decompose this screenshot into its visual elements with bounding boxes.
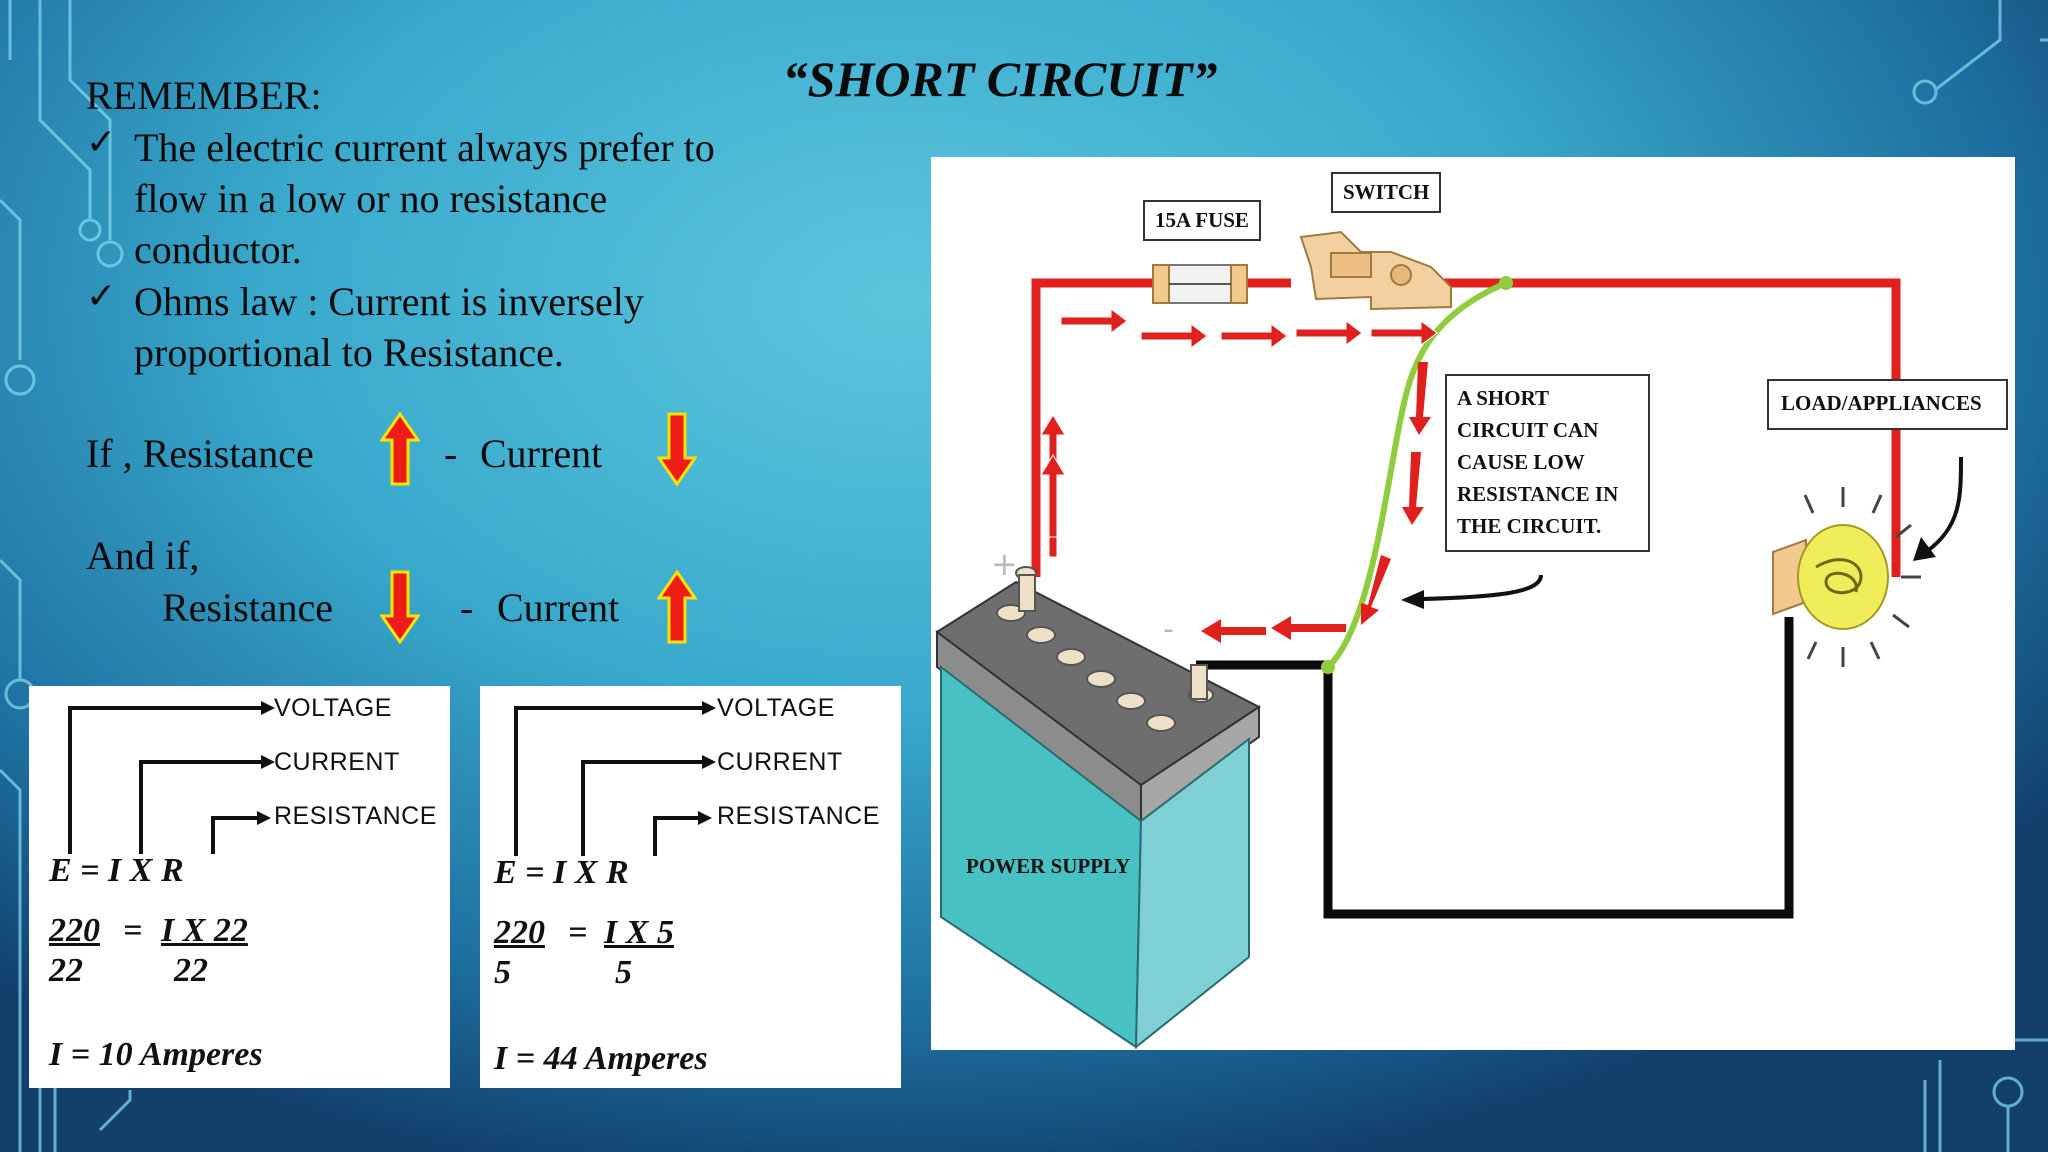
label-resistance: RESISTANCE xyxy=(717,802,880,830)
formula: E = I X R xyxy=(49,852,184,889)
short-circuit-diagram: + - xyxy=(931,157,2015,1050)
result: I = 10 Amperes xyxy=(49,1036,263,1073)
switch-label: SWITCH xyxy=(1331,172,1442,213)
plus-sign: + xyxy=(991,545,1018,583)
bullet1-line1: The electric current always prefer to xyxy=(134,125,715,170)
switch-icon xyxy=(1299,230,1452,311)
pointer-arrow-icon xyxy=(1924,456,1963,554)
load-label: LOAD/APPLIANCES xyxy=(1767,379,2008,430)
relation2-dash: - xyxy=(460,585,474,630)
bullet1-line2: flow in a low or no resistance xyxy=(134,176,608,221)
line-left: 220 xyxy=(49,912,100,949)
short-circuit-note: A SHORT CIRCUIT CAN CAUSE LOW RESISTANCE… xyxy=(1445,374,1651,552)
note-line: THE CIRCUIT. xyxy=(1457,514,1602,538)
relation1-current: Current xyxy=(480,431,603,476)
line-equals: = xyxy=(123,912,143,949)
relation1-lead: If , Resistance xyxy=(86,431,314,476)
note-line: A SHORT xyxy=(1457,386,1550,410)
bulb-icon xyxy=(1772,487,1921,667)
checkmark-icon: ✓ xyxy=(86,122,117,163)
denominator-right: 5 xyxy=(615,954,632,991)
note-line: CAUSE LOW xyxy=(1457,450,1585,474)
relation1-dash: - xyxy=(444,431,458,476)
label-voltage: VOLTAGE xyxy=(274,694,392,722)
bullet2-line1: Ohms law : Current is inversely xyxy=(134,279,644,324)
power-supply-label: POWER SUPPLY xyxy=(966,854,1131,878)
checkmark-icon: ✓ xyxy=(86,276,117,317)
slide-title: “SHORT CIRCUIT” xyxy=(782,51,1218,107)
note-line: RESISTANCE IN xyxy=(1457,482,1619,506)
bracket-arrows xyxy=(68,701,275,854)
result: I = 44 Amperes xyxy=(494,1040,708,1077)
label-resistance: RESISTANCE xyxy=(274,802,437,830)
label-current: CURRENT xyxy=(717,748,843,776)
relation2-lead: And if, xyxy=(86,533,200,578)
minus-sign: - xyxy=(1163,612,1174,647)
bullet2-line2: proportional to Resistance. xyxy=(134,330,564,375)
note-line: CIRCUIT CAN xyxy=(1457,418,1599,442)
ohms-law-panel-2: VOLTAGE CURRENT RESISTANCE E = I X R 220… xyxy=(480,686,901,1088)
denominator-right: 22 xyxy=(174,952,208,989)
label-current: CURRENT xyxy=(274,748,400,776)
relation2-resistance: Resistance xyxy=(162,585,334,630)
arrow-down-icon xyxy=(380,570,420,644)
fuse-icon xyxy=(1152,264,1248,304)
line-left: 220 xyxy=(494,914,545,951)
fuse-label: 15A FUSE xyxy=(1143,200,1261,241)
line-equals: = xyxy=(568,914,588,951)
formula: E = I X R xyxy=(494,854,629,891)
remember-heading: REMEMBER: xyxy=(86,73,322,118)
line-right: I X 5 xyxy=(604,914,674,951)
ohms-law-panel-1: VOLTAGE CURRENT RESISTANCE E = I X R 220… xyxy=(29,686,450,1088)
arrow-up-icon xyxy=(657,570,697,644)
label-voltage: VOLTAGE xyxy=(717,694,835,722)
arrow-up-icon xyxy=(380,412,420,486)
arrow-down-icon xyxy=(657,412,697,486)
pointer-arrow-icon xyxy=(1420,574,1543,601)
denominator-left: 5 xyxy=(494,954,511,991)
bracket-arrows xyxy=(514,701,716,856)
circuit-drawing: + - xyxy=(935,230,1963,1050)
line-right: I X 22 xyxy=(161,912,248,949)
bullet1-line3: conductor. xyxy=(134,227,302,272)
relation2-current: Current xyxy=(497,585,620,630)
denominator-left: 22 xyxy=(49,952,83,989)
battery-icon xyxy=(935,566,1261,1050)
